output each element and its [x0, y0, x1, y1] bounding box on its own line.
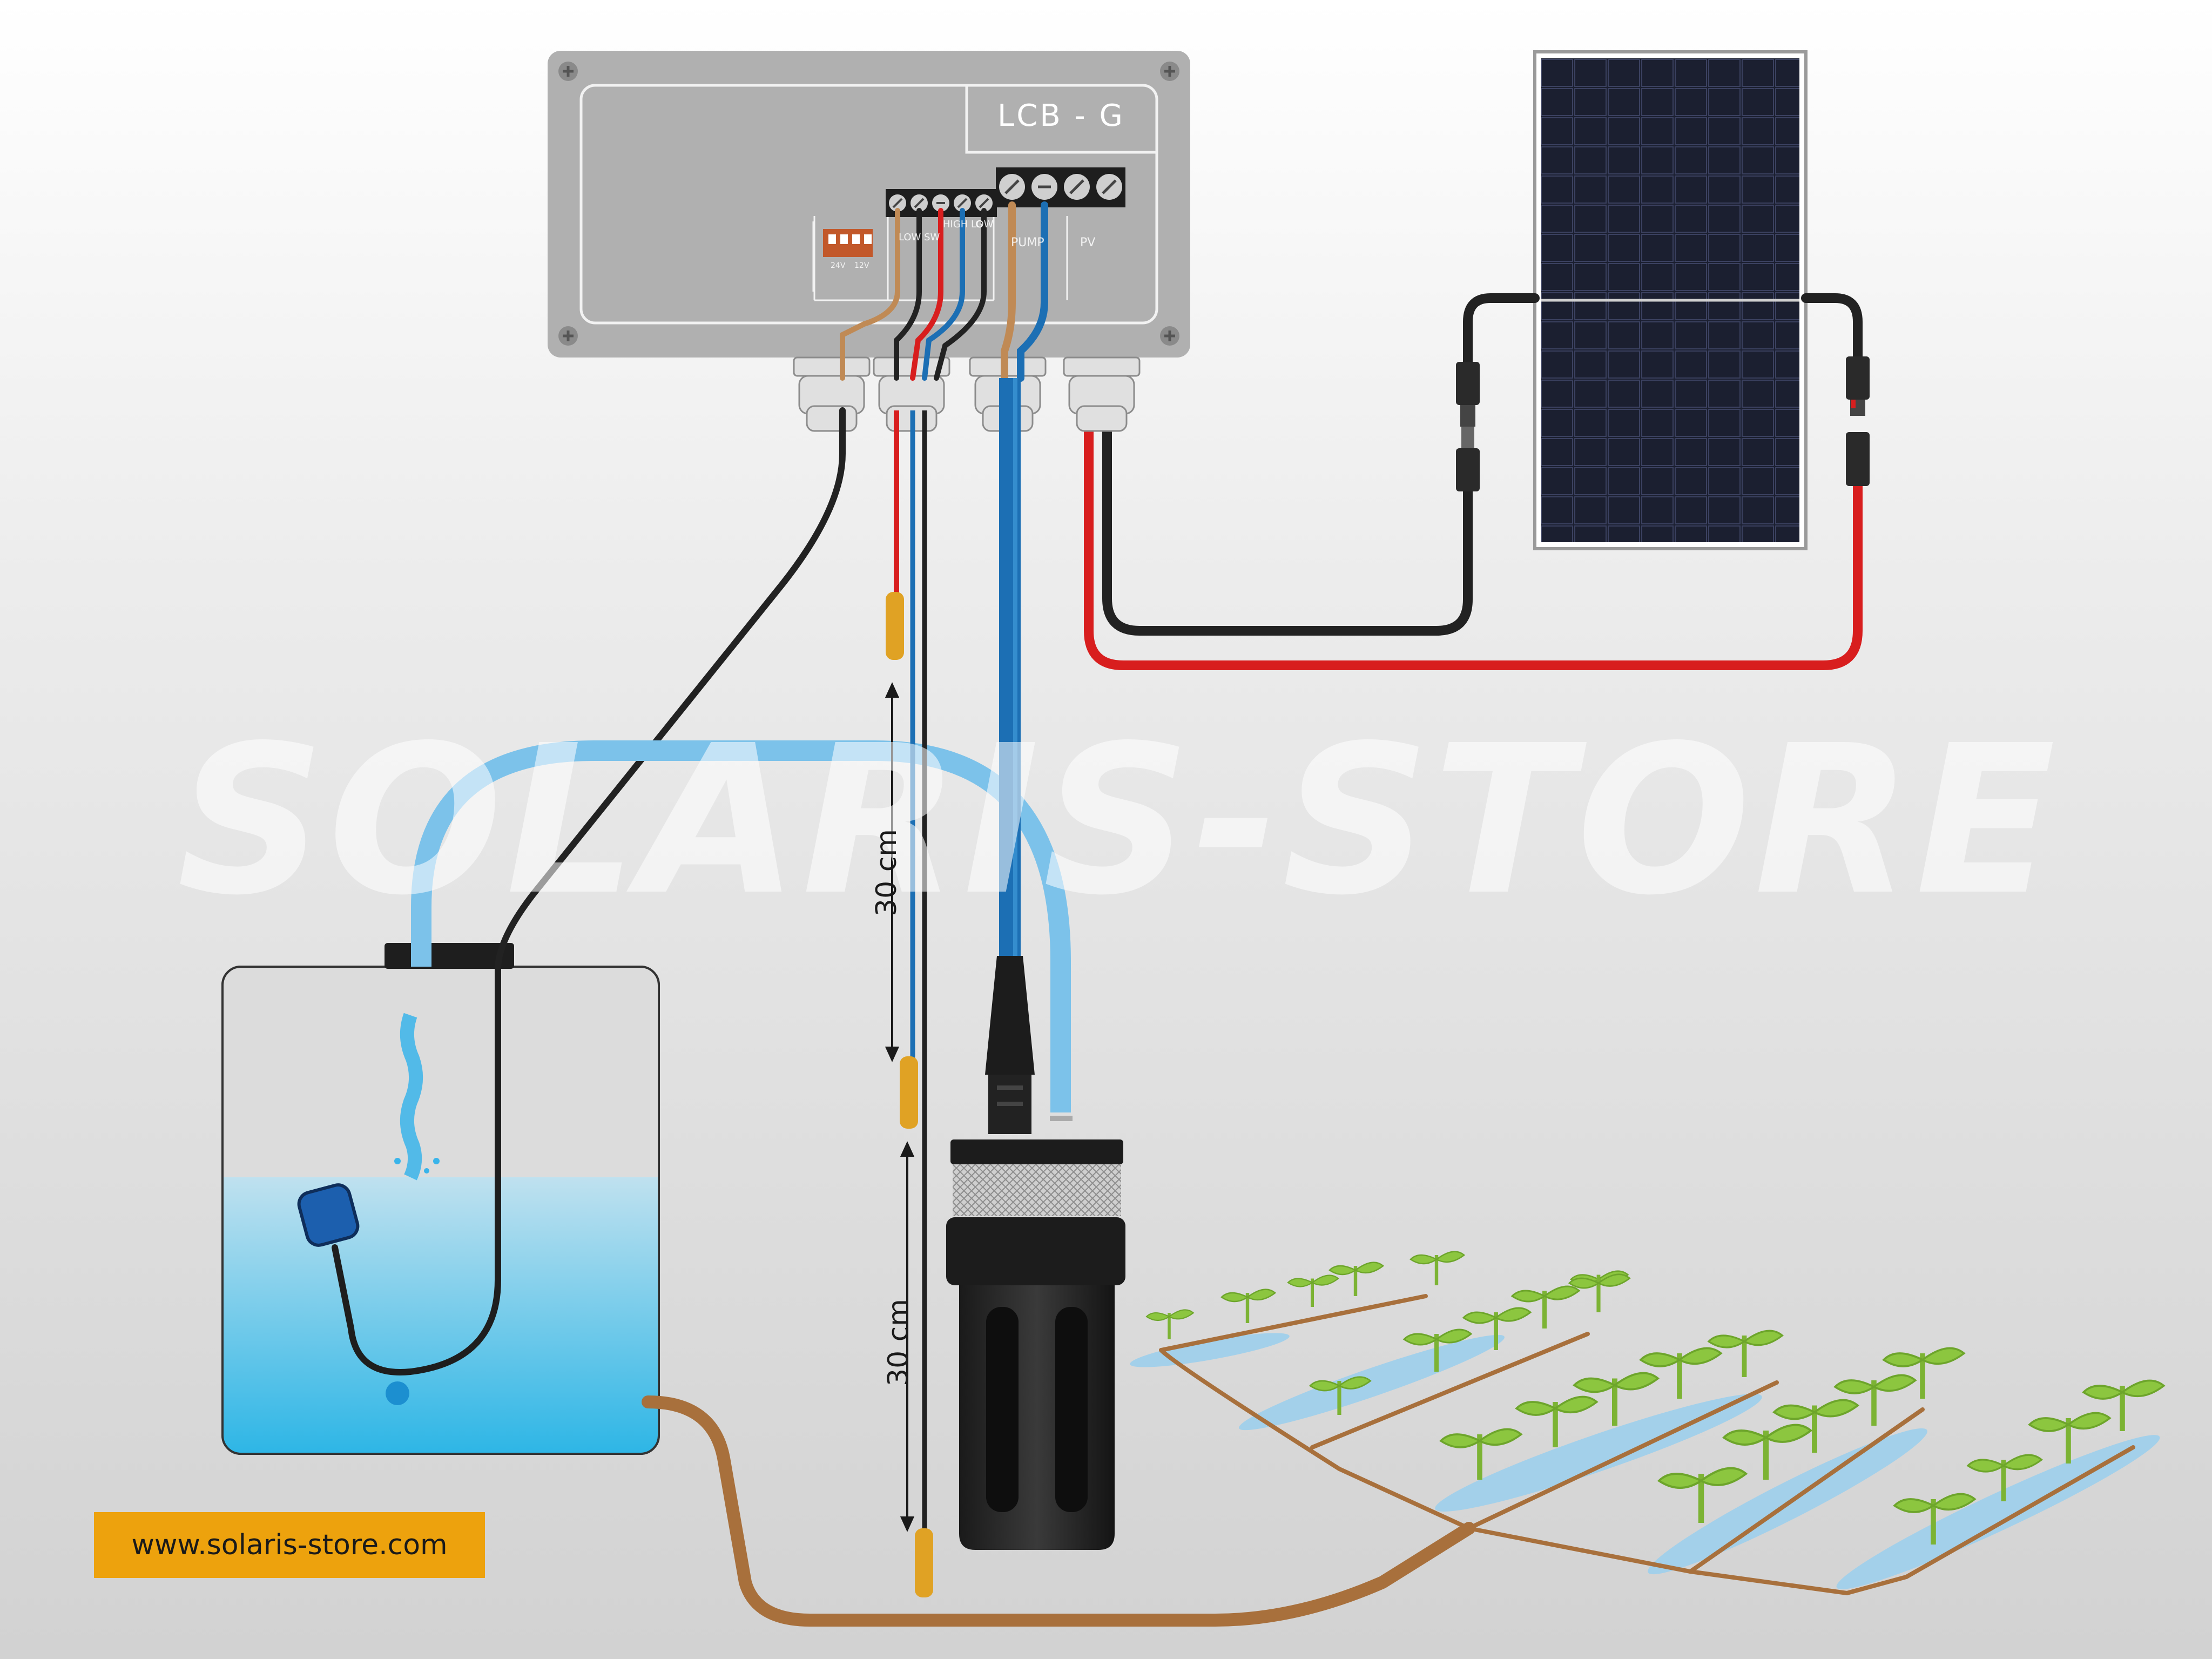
plant-19 [1772, 1399, 1860, 1453]
plant-13 [1515, 1395, 1599, 1447]
screw-icon [558, 62, 1179, 346]
irrigation-field [642, 1294, 2160, 1627]
dimension-label-lower: 30 cm [882, 1299, 915, 1386]
plant-21 [1882, 1347, 1966, 1399]
plant-18 [1722, 1424, 1813, 1480]
plant-7 [1309, 1376, 1372, 1415]
plant-9 [1462, 1307, 1532, 1350]
plant-10 [1510, 1285, 1581, 1328]
plant-25 [2082, 1379, 2166, 1431]
plant-3 [1287, 1274, 1339, 1307]
delivery-hose [411, 740, 1071, 1112]
terminal-label-high-low: HIGH LOW [943, 219, 994, 230]
controller-internal-wires [840, 201, 1048, 382]
plant-15 [1639, 1347, 1723, 1399]
level-sensor-wires [894, 410, 927, 1534]
plants [1145, 1251, 2166, 1545]
terminal-label-pump: PUMP [1011, 236, 1044, 249]
controller-label: LCB - G [997, 98, 1125, 133]
dimension-arrows [885, 682, 915, 1532]
terminal-label-gnd: G [975, 219, 983, 230]
submersible-pump [946, 956, 1125, 1550]
plant-12 [1439, 1428, 1523, 1480]
tank-float-switch [297, 963, 501, 1405]
plant-17 [1657, 1467, 1748, 1523]
plant-20 [1833, 1374, 1917, 1426]
terminal-label-low-sw: LOW SW [899, 232, 940, 243]
plant-24 [2028, 1412, 2112, 1464]
feed-hose [642, 1395, 1475, 1627]
plant-4 [1328, 1262, 1385, 1296]
plant-1 [1145, 1309, 1195, 1339]
plant-23 [1966, 1454, 2044, 1501]
tank-sensor-wire [495, 407, 846, 970]
plant-5 [1410, 1251, 1466, 1285]
dimension-label-upper: 30 cm [871, 829, 903, 916]
plant-22 [1893, 1493, 1977, 1545]
plant-8 [1402, 1328, 1473, 1372]
plant-2 [1220, 1289, 1277, 1323]
terminal-block-power [996, 167, 1125, 207]
plant-14 [1573, 1372, 1660, 1426]
panel-cables [1084, 206, 1863, 670]
level-sensor-probes [886, 592, 933, 1597]
dip-label-24v: 24V [831, 261, 846, 270]
terminal-block-sensors [886, 189, 997, 217]
mc4-connector-left [1456, 362, 1480, 491]
dip-label-12v: 12V [854, 261, 869, 270]
solar-panel [1533, 50, 1808, 550]
mc4-connector-right [1846, 356, 1870, 486]
dip-switch [823, 229, 873, 257]
plant-16 [1707, 1330, 1784, 1377]
watermark: SOLARIS-STORE [177, 701, 2059, 940]
water-tank [221, 943, 660, 1455]
website-badge: www.solaris-store.com [94, 1512, 485, 1578]
terminal-label-pv: PV [1080, 236, 1096, 249]
plant-11 [1568, 1273, 1631, 1312]
